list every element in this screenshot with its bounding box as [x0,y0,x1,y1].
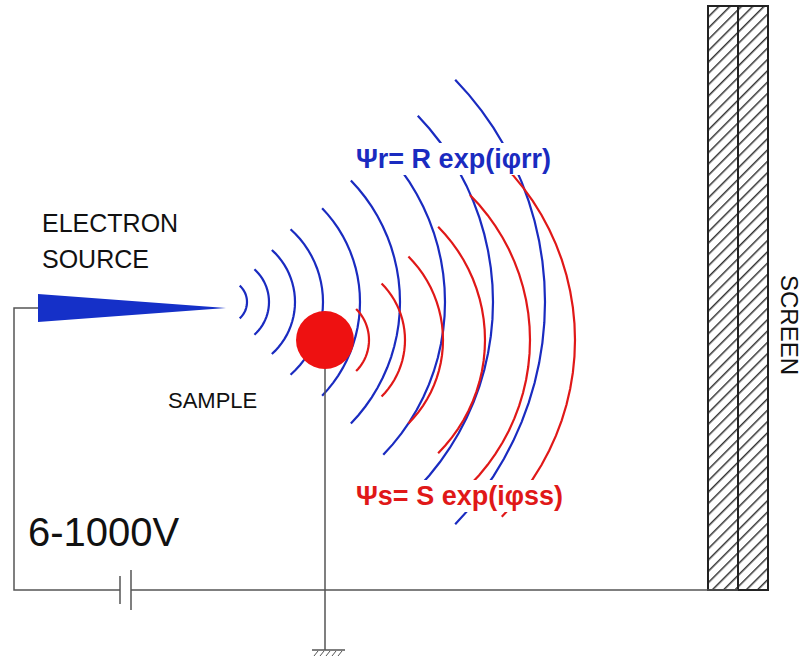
electron-source-tip [38,294,226,322]
scattered-wave [382,283,405,396]
reference-wave [272,250,295,354]
screen-plate [708,6,768,590]
sample-sphere [296,311,354,369]
voltage-label: 6-1000V [28,508,179,556]
scattered-wave [408,257,443,424]
scattered-wave [438,227,485,453]
scattered-wave [470,195,530,485]
scattered-wave [502,163,575,517]
screen-divider [737,6,739,590]
ground-hatch [314,651,342,656]
ground-symbol [312,649,345,651]
scattered-wave [356,309,369,371]
reference-wave [383,149,445,455]
battery-plate [119,576,121,604]
reference-wave-formula: Ψr= R exp(iφrr) [352,143,555,175]
sample-label: SAMPLE [168,388,257,414]
ground-wire [324,368,326,650]
reference-wave [351,180,400,423]
reference-wave [254,269,269,334]
reference-wave [240,286,247,319]
source-label: ELECTRON SOURCE [42,205,202,278]
wire [131,589,738,591]
scattered-wave-formula: Ψs= S exp(iφss) [352,480,567,512]
screen-label: SCREEN [774,275,803,375]
